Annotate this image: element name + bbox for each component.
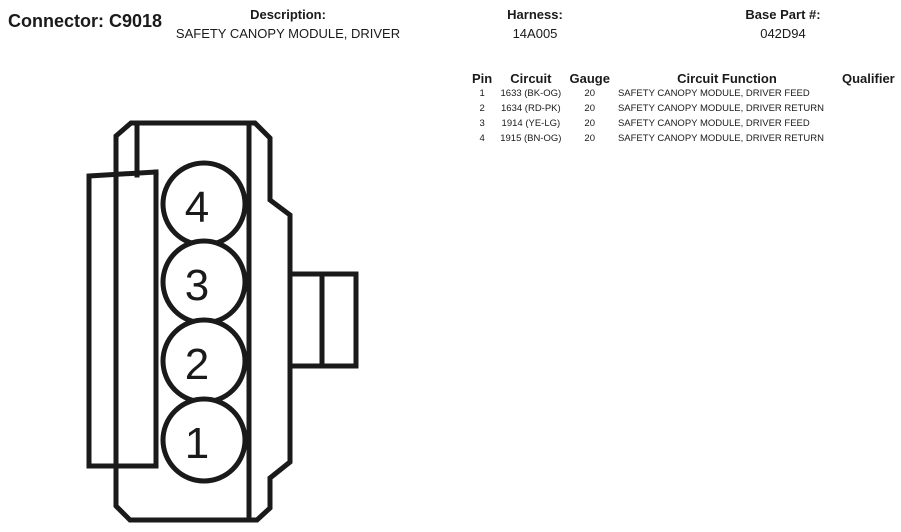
gauge-header: Gauge: [569, 71, 610, 86]
function-cell: SAFETY CANOPY MODULE, DRIVER RETURN: [617, 133, 824, 144]
connector-title: Connector: C9018: [8, 11, 163, 31]
function-cell: SAFETY CANOPY MODULE, DRIVER FEED: [617, 118, 810, 129]
pin-cell: 2: [479, 103, 485, 114]
pin-label-2: 2: [185, 340, 209, 389]
pin-cavity-1: [160, 396, 248, 484]
pin-cell: 4: [479, 133, 485, 144]
table-row: 1 1633 (BK-OG) 20 SAFETY CANOPY MODULE, …: [468, 87, 899, 102]
harness-value: 14A005: [512, 26, 558, 41]
gauge-cell: 20: [584, 133, 595, 144]
pin-cell: 3: [479, 118, 485, 129]
gauge-cell: 20: [584, 88, 595, 99]
circuit-cell: 1914 (YE-LG): [501, 118, 561, 129]
left-latch-tab: [86, 169, 159, 469]
pin-label-3: 3: [185, 261, 209, 310]
pin-label-4: 4: [185, 183, 209, 232]
base-part-value: 042D94: [760, 26, 806, 41]
table-row: 4 1915 (BN-OG) 20 SAFETY CANOPY MODULE, …: [468, 132, 899, 147]
circuit-cell: 1915 (BN-OG): [500, 133, 562, 144]
gauge-cell: 20: [584, 103, 595, 114]
table-row: 2 1634 (RD-PK) 20 SAFETY CANOPY MODULE, …: [468, 102, 899, 117]
circuit-header: Circuit: [510, 71, 552, 86]
table-row: 3 1914 (YE-LG) 20 SAFETY CANOPY MODULE, …: [468, 117, 899, 132]
pin-label-1: 1: [185, 419, 209, 468]
qualifier-header: Qualifier: [842, 71, 895, 86]
function-cell: SAFETY CANOPY MODULE, DRIVER RETURN: [617, 103, 824, 114]
description-value: SAFETY CANOPY MODULE, DRIVER: [175, 26, 401, 41]
circuit-cell: 1633 (BK-OG): [500, 88, 562, 99]
function-header: Circuit Function: [677, 71, 777, 86]
pin-header: Pin: [472, 71, 493, 86]
pin-table: Pin Circuit Gauge Circuit Function Quali…: [468, 71, 899, 147]
gauge-cell: 20: [584, 118, 595, 129]
harness-label: Harness:: [507, 7, 563, 22]
description-label: Description:: [250, 7, 326, 22]
pin-cell: 1: [479, 88, 485, 99]
connector-housing-outline: [113, 120, 293, 523]
base-part-label: Base Part #:: [745, 7, 821, 22]
function-cell: SAFETY CANOPY MODULE, DRIVER FEED: [617, 88, 810, 99]
pin-table-header: Pin Circuit Gauge Circuit Function Quali…: [468, 71, 899, 87]
circuit-cell: 1634 (RD-PK): [501, 103, 561, 114]
